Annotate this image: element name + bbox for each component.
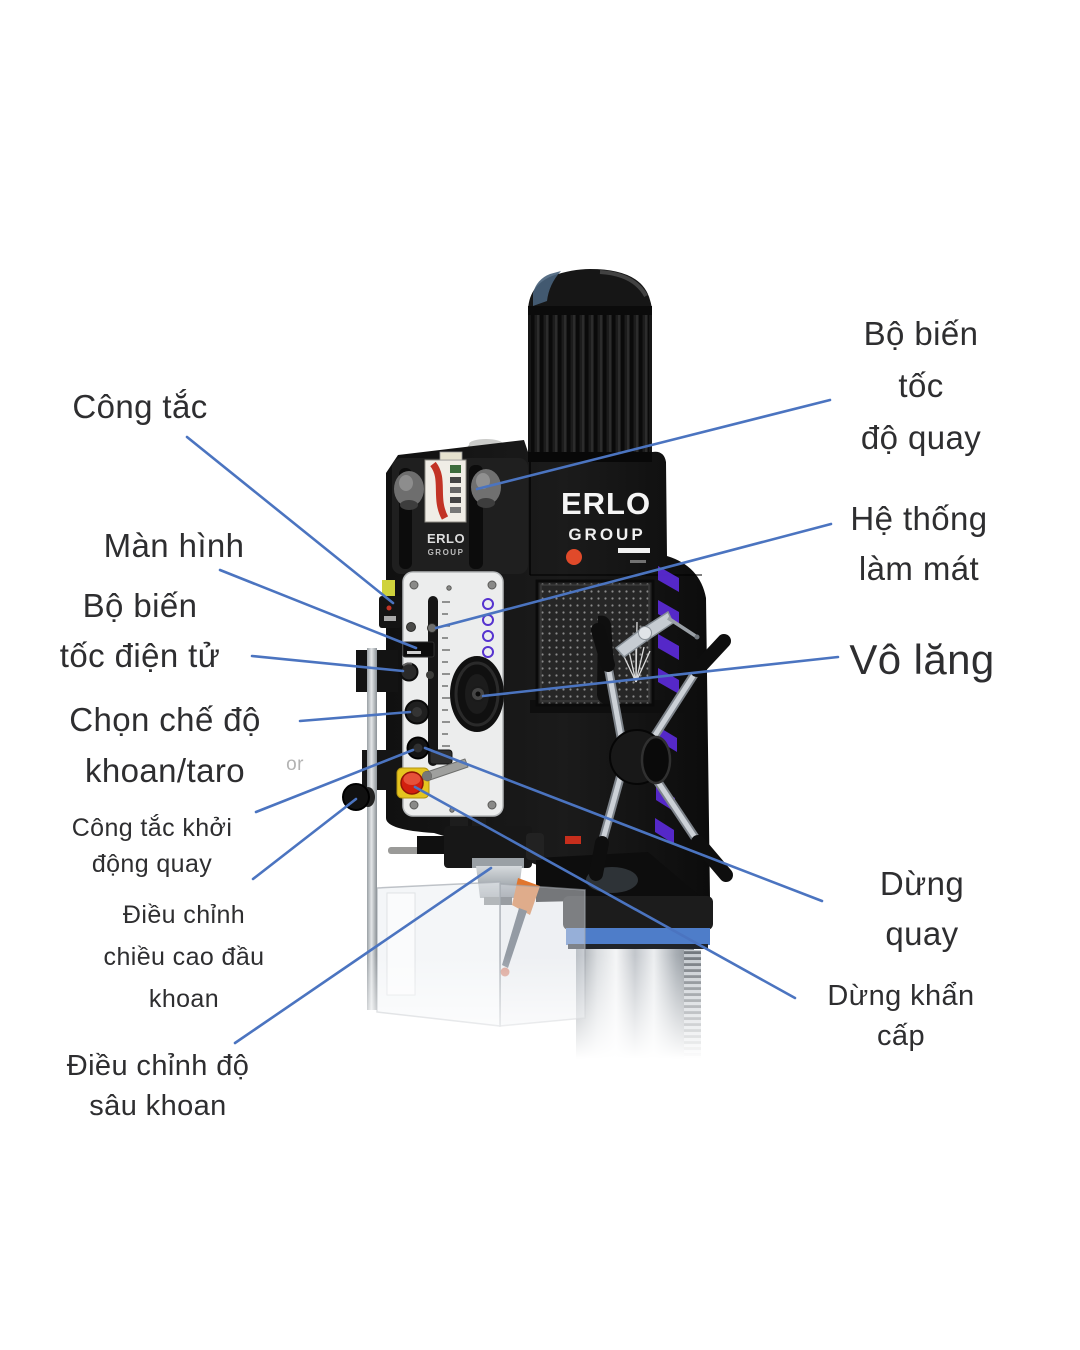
speed-chart-sticker <box>424 451 467 523</box>
mini-logo-sub: GROUP <box>428 548 465 557</box>
mini-logo-text: ERLO <box>427 531 465 546</box>
mode-indicator <box>426 671 434 679</box>
leader-dung-quay <box>423 746 824 903</box>
leader-bo-bien-toc-dien-tu <box>250 654 405 673</box>
power-switch <box>379 580 402 628</box>
depth-slot <box>428 596 438 766</box>
label-power-switch: Công tắc <box>72 388 208 425</box>
label-mode-selector: Chọn chế độ khoan/taro <box>69 701 261 789</box>
motor-highlight <box>533 271 561 306</box>
leader-man-hinh <box>218 568 418 650</box>
depth-slider <box>429 749 453 765</box>
leader-vo-lang <box>481 655 840 698</box>
leader-bo-bien-toc-do-quay <box>475 398 832 491</box>
label-head-height: Điều chỉnh chiều cao đầu khoan <box>103 901 265 1013</box>
leader-he-thong-lam-mat <box>434 522 833 630</box>
label-electronic-variator: Bộ biến tốc điện tử <box>59 587 221 674</box>
motor <box>528 269 652 464</box>
pulley-cover: ERLO GROUP <box>392 451 528 574</box>
warning-sticker <box>565 836 581 844</box>
logo-text: ERLO <box>561 486 651 521</box>
label-or-note: or <box>286 754 304 775</box>
label-coolant-system: Hệ thống làm mát <box>850 500 988 587</box>
panel-brand-icons <box>482 598 494 658</box>
leader-dung-khan-cap <box>413 785 797 1000</box>
belt-knob-left <box>394 471 424 510</box>
label-stop-rotation: Dừng quay <box>879 865 965 952</box>
logo-sub-text: GROUP <box>568 525 645 544</box>
depth-handwheel <box>450 656 504 732</box>
brand-logo: ERLO GROUP <box>561 486 651 565</box>
leader-cong-tac <box>185 435 395 605</box>
label-start-switch: Công tắc khởi động quay <box>71 814 233 878</box>
label-handwheel: Vô lăng <box>849 636 995 683</box>
logo-red-dot <box>566 549 582 565</box>
label-display: Màn hình <box>103 527 245 564</box>
column-collar <box>563 896 713 930</box>
guard-lever <box>422 758 469 782</box>
leader-khoi-dong-quay <box>254 748 415 814</box>
panel-screws <box>409 580 497 813</box>
leader-lines <box>185 398 840 1045</box>
photo-fade <box>330 955 760 1085</box>
collar-blue-ring <box>566 928 710 945</box>
label-emergency-stop: Dừng khẩn cấp <box>827 980 975 1052</box>
indicator-light <box>406 622 416 632</box>
label-drill-depth: Điều chỉnh độ sâu khoan <box>66 1050 250 1122</box>
machine-photo: ERLO GROUP ERLO GROUP <box>330 269 760 1085</box>
depth-stop-collar <box>444 826 532 868</box>
label-speed-variator: Bộ biến tốc độ quay <box>860 315 982 456</box>
leader-do-sau <box>233 866 493 1045</box>
leader-chieu-cao <box>251 797 358 881</box>
coolant-nozzle-icon <box>614 610 700 659</box>
leader-chon-che-do <box>298 710 412 723</box>
